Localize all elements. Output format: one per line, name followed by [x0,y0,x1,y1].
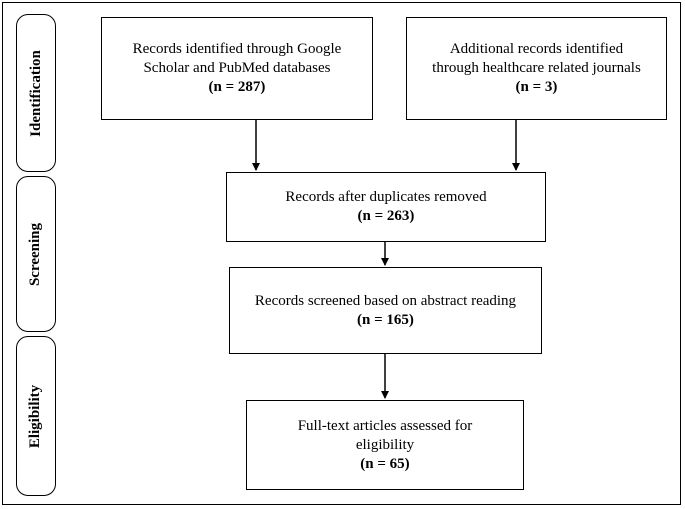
duplicates-removed-count: (n = 263) [357,208,415,224]
diagram-frame [2,2,681,505]
screened-box: Records screened based on abstract readi… [229,267,542,354]
full-text-count: (n = 65) [360,455,410,472]
phase-screening: Screening [16,176,56,332]
additional-records-line2: through healthcare related journals [432,60,641,76]
duplicates-removed-line1: Records after duplicates removed [285,189,487,205]
records-identified-box: Records identified through Google Schola… [101,17,373,120]
additional-records-box: Additional records identified through he… [406,17,667,120]
full-text-line2: eligibility [355,436,415,453]
full-text-box: Full-text articles assessed for eligibil… [246,400,524,490]
screened-line1: Records screened based on abstract readi… [254,292,517,309]
phase-eligibility: Eligibility [16,336,56,496]
duplicates-removed-box: Records after duplicates removed (n = 26… [226,172,546,242]
additional-records-line1: Additional records identified [449,41,624,57]
phase-identification: Identification [16,14,56,172]
screened-count: (n = 165) [357,311,414,328]
records-identified-line1: Records identified through Google [132,41,342,57]
records-identified-count: (n = 287) [208,79,266,95]
full-text-line1: Full-text articles assessed for [297,417,473,434]
additional-records-count: (n = 3) [515,79,558,95]
records-identified-line2: Scholar and PubMed databases [143,60,331,76]
